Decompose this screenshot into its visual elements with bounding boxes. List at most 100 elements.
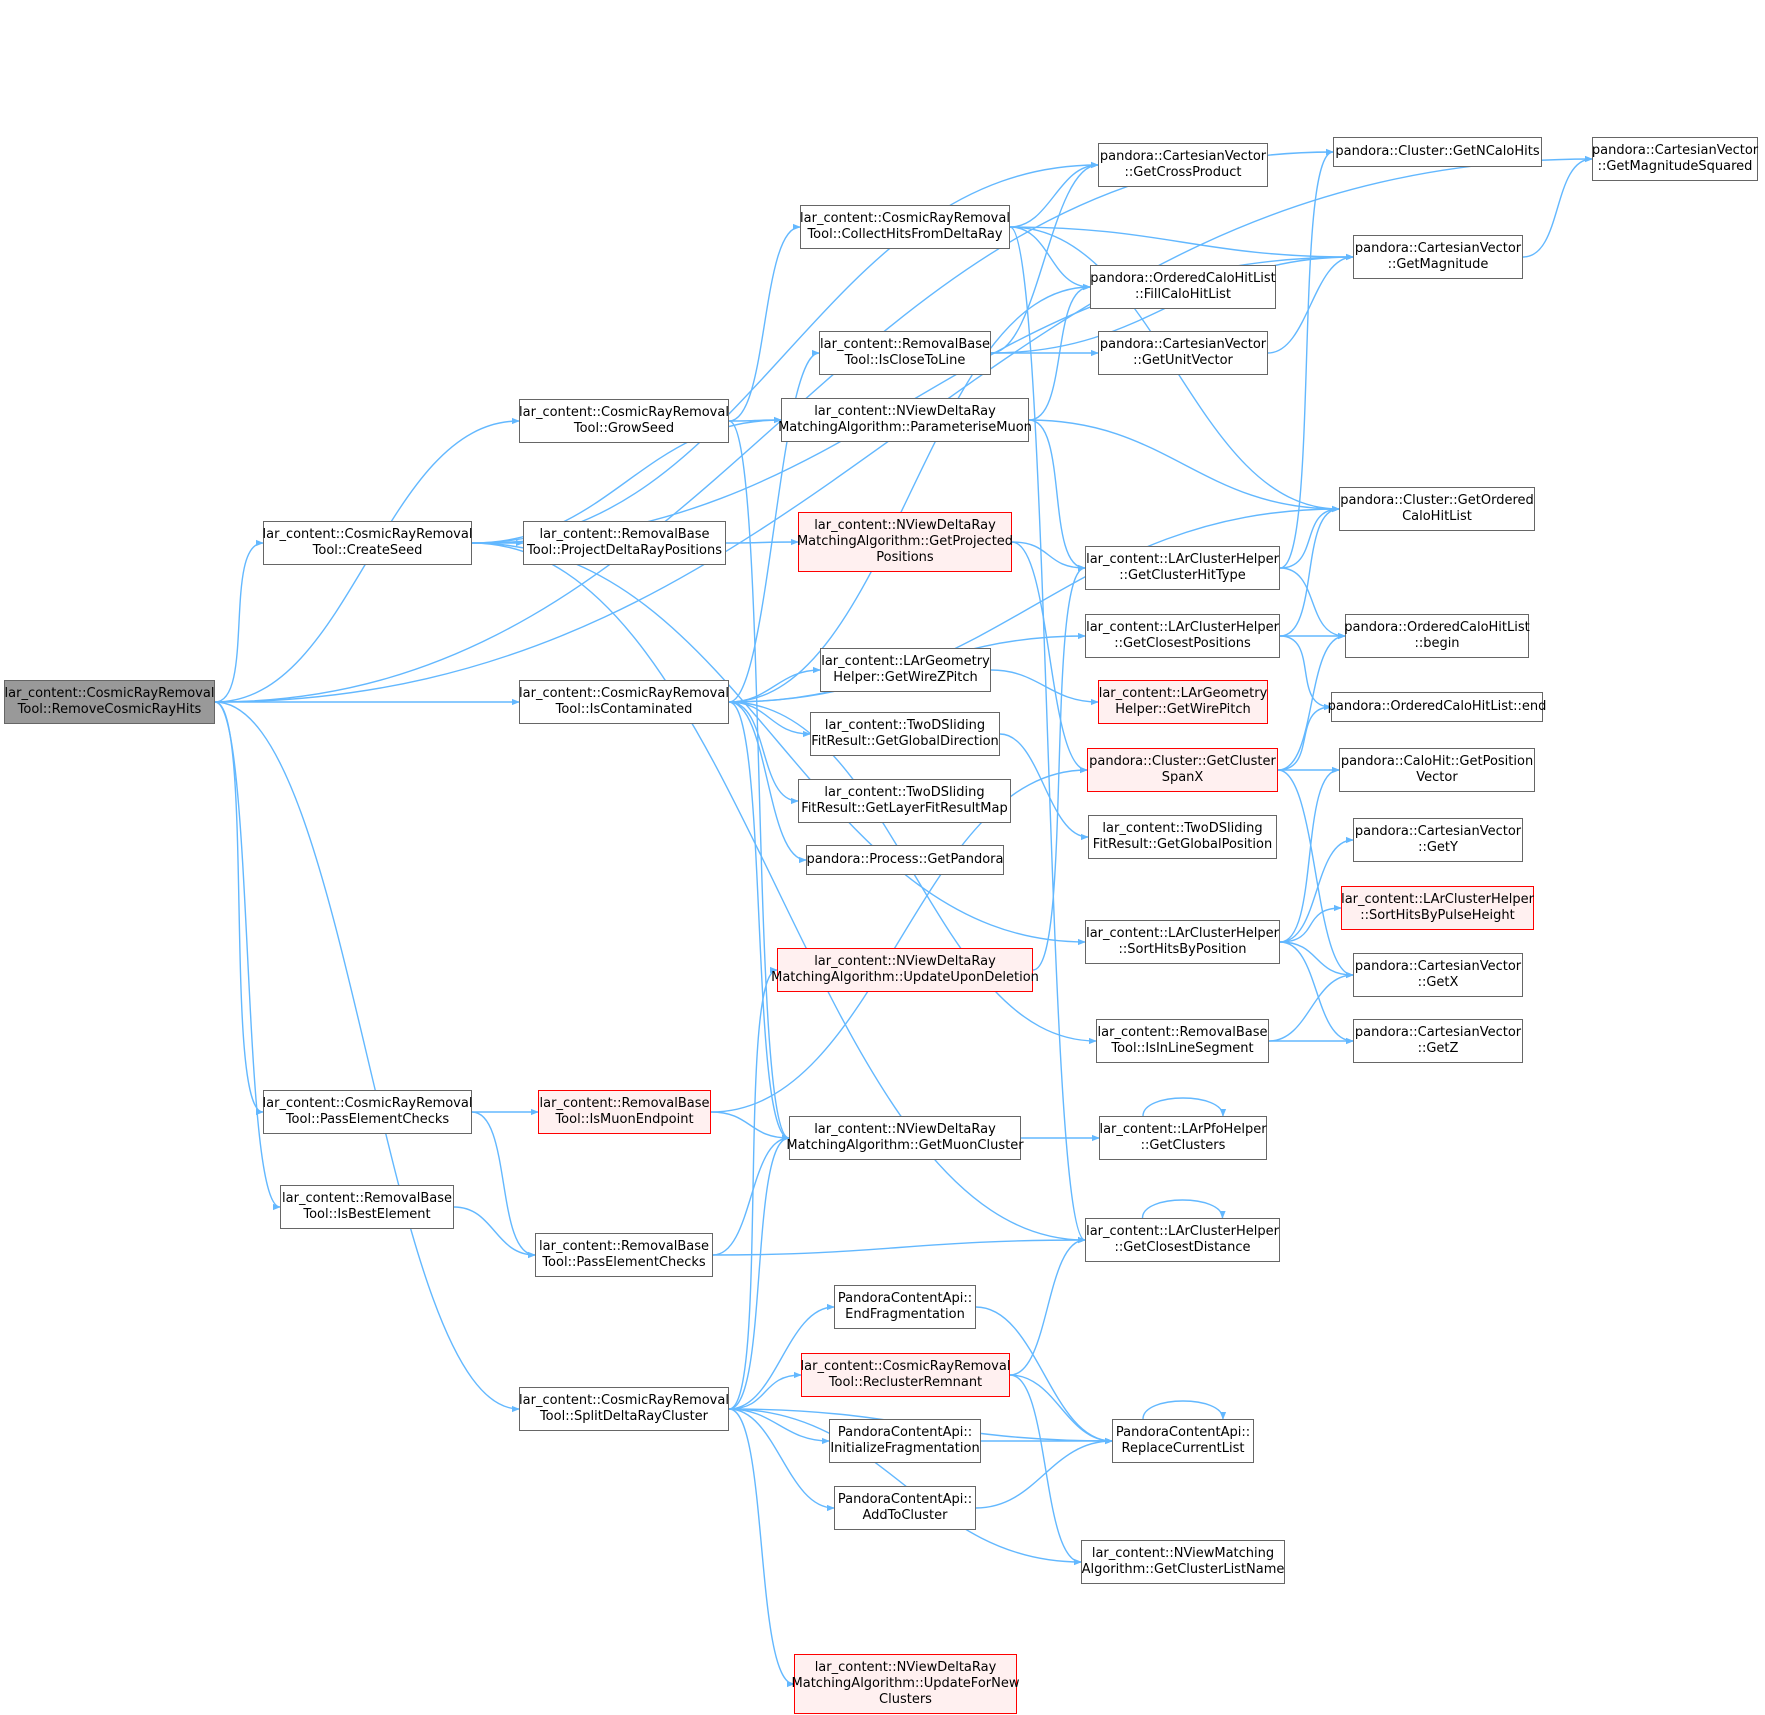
node-label-line: PandoraContentApi:: (837, 1425, 973, 1440)
node-getPandora[interactable]: pandora::Process::GetPandora (806, 845, 1004, 875)
edge-growSeed-to-getMuonCluster (728, 420, 790, 1142)
edge-passElementChecksCR-to-passElementChecksRB (471, 1111, 536, 1259)
node-label-line: ::FillCaloHitList (1135, 287, 1231, 302)
edge-isContaminated-to-getMuonCluster (728, 701, 790, 1142)
node-sortHitsByPulseHeight[interactable]: lar_content::LArClusterHelper::SortHitsB… (1341, 886, 1534, 930)
node-label-line: Tool::IsMuonEndpoint (555, 1112, 694, 1127)
node-getUnitVector[interactable]: pandora::CartesianVector::GetUnitVector (1098, 331, 1268, 375)
node-fillCaloHitList[interactable]: pandora::OrderedCaloHitList::FillCaloHit… (1090, 265, 1276, 309)
node-label-line: Tool::CollectHitsFromDeltaRay (807, 227, 1003, 242)
node-replaceCurrentList[interactable]: PandoraContentApi::ReplaceCurrentList (1112, 1419, 1254, 1463)
node-label-line: pandora::Cluster::GetCluster (1089, 754, 1276, 769)
node-label-line: Tool::PassElementChecks (542, 1255, 706, 1270)
edge-splitDeltaRayCluster-to-updateUponDeletion (728, 966, 778, 1410)
node-label-line: ::GetX (1417, 975, 1459, 990)
edge-getClosestPositions-to-getOrderedCaloHitList (1279, 505, 1340, 637)
edge-getGlobalDirection-to-getGlobalPosition (999, 733, 1089, 841)
edge-parameteriseMuon-to-getClusterHitType (1028, 419, 1086, 572)
node-getClusters[interactable]: lar_content::LArPfoHelper::GetClusters (1099, 1116, 1267, 1160)
node-label-line: lar_content::LArClusterHelper (1086, 620, 1279, 635)
node-label-line: ::GetClosestPositions (1114, 636, 1251, 651)
node-initializeFragmentation[interactable]: PandoraContentApi::InitializeFragmentati… (829, 1419, 981, 1463)
node-label-line: pandora::CaloHit::GetPosition (1340, 754, 1534, 769)
node-label-line: FitResult::GetLayerFitResultMap (801, 801, 1008, 816)
node-getZ[interactable]: pandora::CartesianVector::GetZ (1353, 1019, 1523, 1063)
node-begin[interactable]: pandora::OrderedCaloHitList::begin (1344, 614, 1530, 658)
edge-getClosestPositions-to-end (1279, 635, 1332, 711)
node-getClosestDistance[interactable]: lar_content::LArClusterHelper::GetCloses… (1085, 1218, 1280, 1262)
edge-reclusterRemnant-to-replaceCurrentList (1009, 1374, 1113, 1445)
node-label-line: ::begin (1414, 636, 1460, 651)
node-getNCaloHits[interactable]: pandora::Cluster::GetNCaloHits (1333, 137, 1542, 167)
node-getX[interactable]: pandora::CartesianVector::GetX (1353, 953, 1523, 997)
node-label-line: lar_content::LArClusterHelper (1086, 926, 1279, 941)
node-endFragmentation[interactable]: PandoraContentApi::EndFragmentation (834, 1285, 976, 1329)
node-sortHitsByPosition[interactable]: lar_content::LArClusterHelper::SortHitsB… (1085, 920, 1280, 964)
node-label-line: pandora::Cluster::GetNCaloHits (1335, 144, 1540, 159)
node-label-line: lar_content::CosmicRayRemoval (262, 527, 473, 542)
edge-getProjectedPositions-to-getClusterSpanX (1011, 541, 1088, 774)
node-label-line: lar_content::LArGeometry (1098, 686, 1268, 701)
node-label-line: ReplaceCurrentList (1121, 1441, 1245, 1456)
node-label-line: lar_content::CosmicRayRemoval (262, 1096, 473, 1111)
node-label-line: Tool::SplitDeltaRayCluster (539, 1409, 709, 1424)
node-label-line: lar_content::RemovalBase (539, 1239, 709, 1254)
node-label-line: lar_content::NViewDeltaRay (814, 404, 996, 419)
node-label-line: lar_content::NViewMatching (1091, 1546, 1275, 1561)
node-label-line: ::SortHitsByPulseHeight (1360, 908, 1515, 923)
node-label-line: Tool::PassElementChecks (285, 1112, 450, 1127)
edge-reclusterRemnant-to-getClosestDistance (1009, 1236, 1086, 1376)
node-getMagnitudeSquared[interactable]: pandora::CartesianVector::GetMagnitudeSq… (1592, 137, 1758, 181)
node-label-line: lar_content::CosmicRayRemoval (800, 1359, 1011, 1374)
node-label-line: pandora::CartesianVector (1591, 143, 1759, 158)
node-getCrossProduct[interactable]: pandora::CartesianVector::GetCrossProduc… (1098, 143, 1268, 187)
edge-updateUponDeletion-to-getClusterHitType (1032, 564, 1086, 971)
node-label-line: Tool::GrowSeed (573, 421, 675, 436)
node-getY[interactable]: pandora::CartesianVector::GetY (1353, 818, 1523, 862)
node-label-line: lar_content::LArClusterHelper (1086, 1224, 1279, 1239)
node-label-line: SpanX (1161, 770, 1204, 785)
node-end[interactable]: pandora::OrderedCaloHitList::end (1328, 692, 1546, 722)
node-getMagnitude[interactable]: pandora::CartesianVector::GetMagnitude (1353, 235, 1523, 279)
node-label-line: CaloHitList (1402, 509, 1472, 524)
node-label-line: pandora::CartesianVector (1099, 149, 1267, 164)
node-label-line: Tool::IsContaminated (555, 702, 693, 717)
edge-isInLineSegment-to-getX (1268, 971, 1354, 1042)
node-getClosestPositions[interactable]: lar_content::LArClusterHelper::GetCloses… (1085, 614, 1280, 658)
node-getClusterHitType[interactable]: lar_content::LArClusterHelper::GetCluste… (1085, 546, 1280, 590)
edge-isCloseToLine-to-getCrossProduct (990, 161, 1099, 354)
node-label-line: lar_content::RemovalBase (539, 527, 710, 542)
node-addToCluster[interactable]: PandoraContentApi::AddToCluster (834, 1486, 976, 1530)
edge-isContaminated-to-isCloseToLine (728, 349, 820, 703)
node-label-line: lar_content::TwoDSliding (1102, 821, 1263, 836)
node-label-line: Tool::RemoveCosmicRayHits (17, 702, 202, 717)
